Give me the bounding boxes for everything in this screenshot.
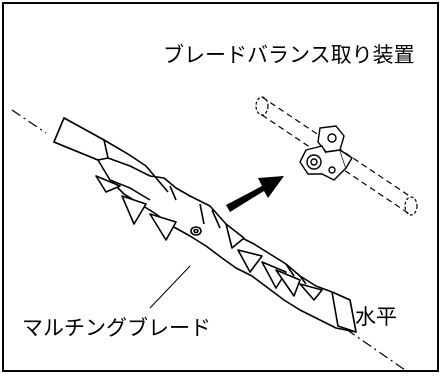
balancer-device <box>255 96 418 216</box>
direction-arrow <box>226 176 284 212</box>
diagram-frame <box>2 2 439 372</box>
blade-leader-line <box>149 265 191 309</box>
mulching-blade-label: マルチングブレード <box>22 316 211 340</box>
horizontal-label: 水平 <box>355 305 397 329</box>
balancer-label: ブレードバランス取り装置 <box>163 43 415 67</box>
mulching-blade <box>53 117 357 333</box>
